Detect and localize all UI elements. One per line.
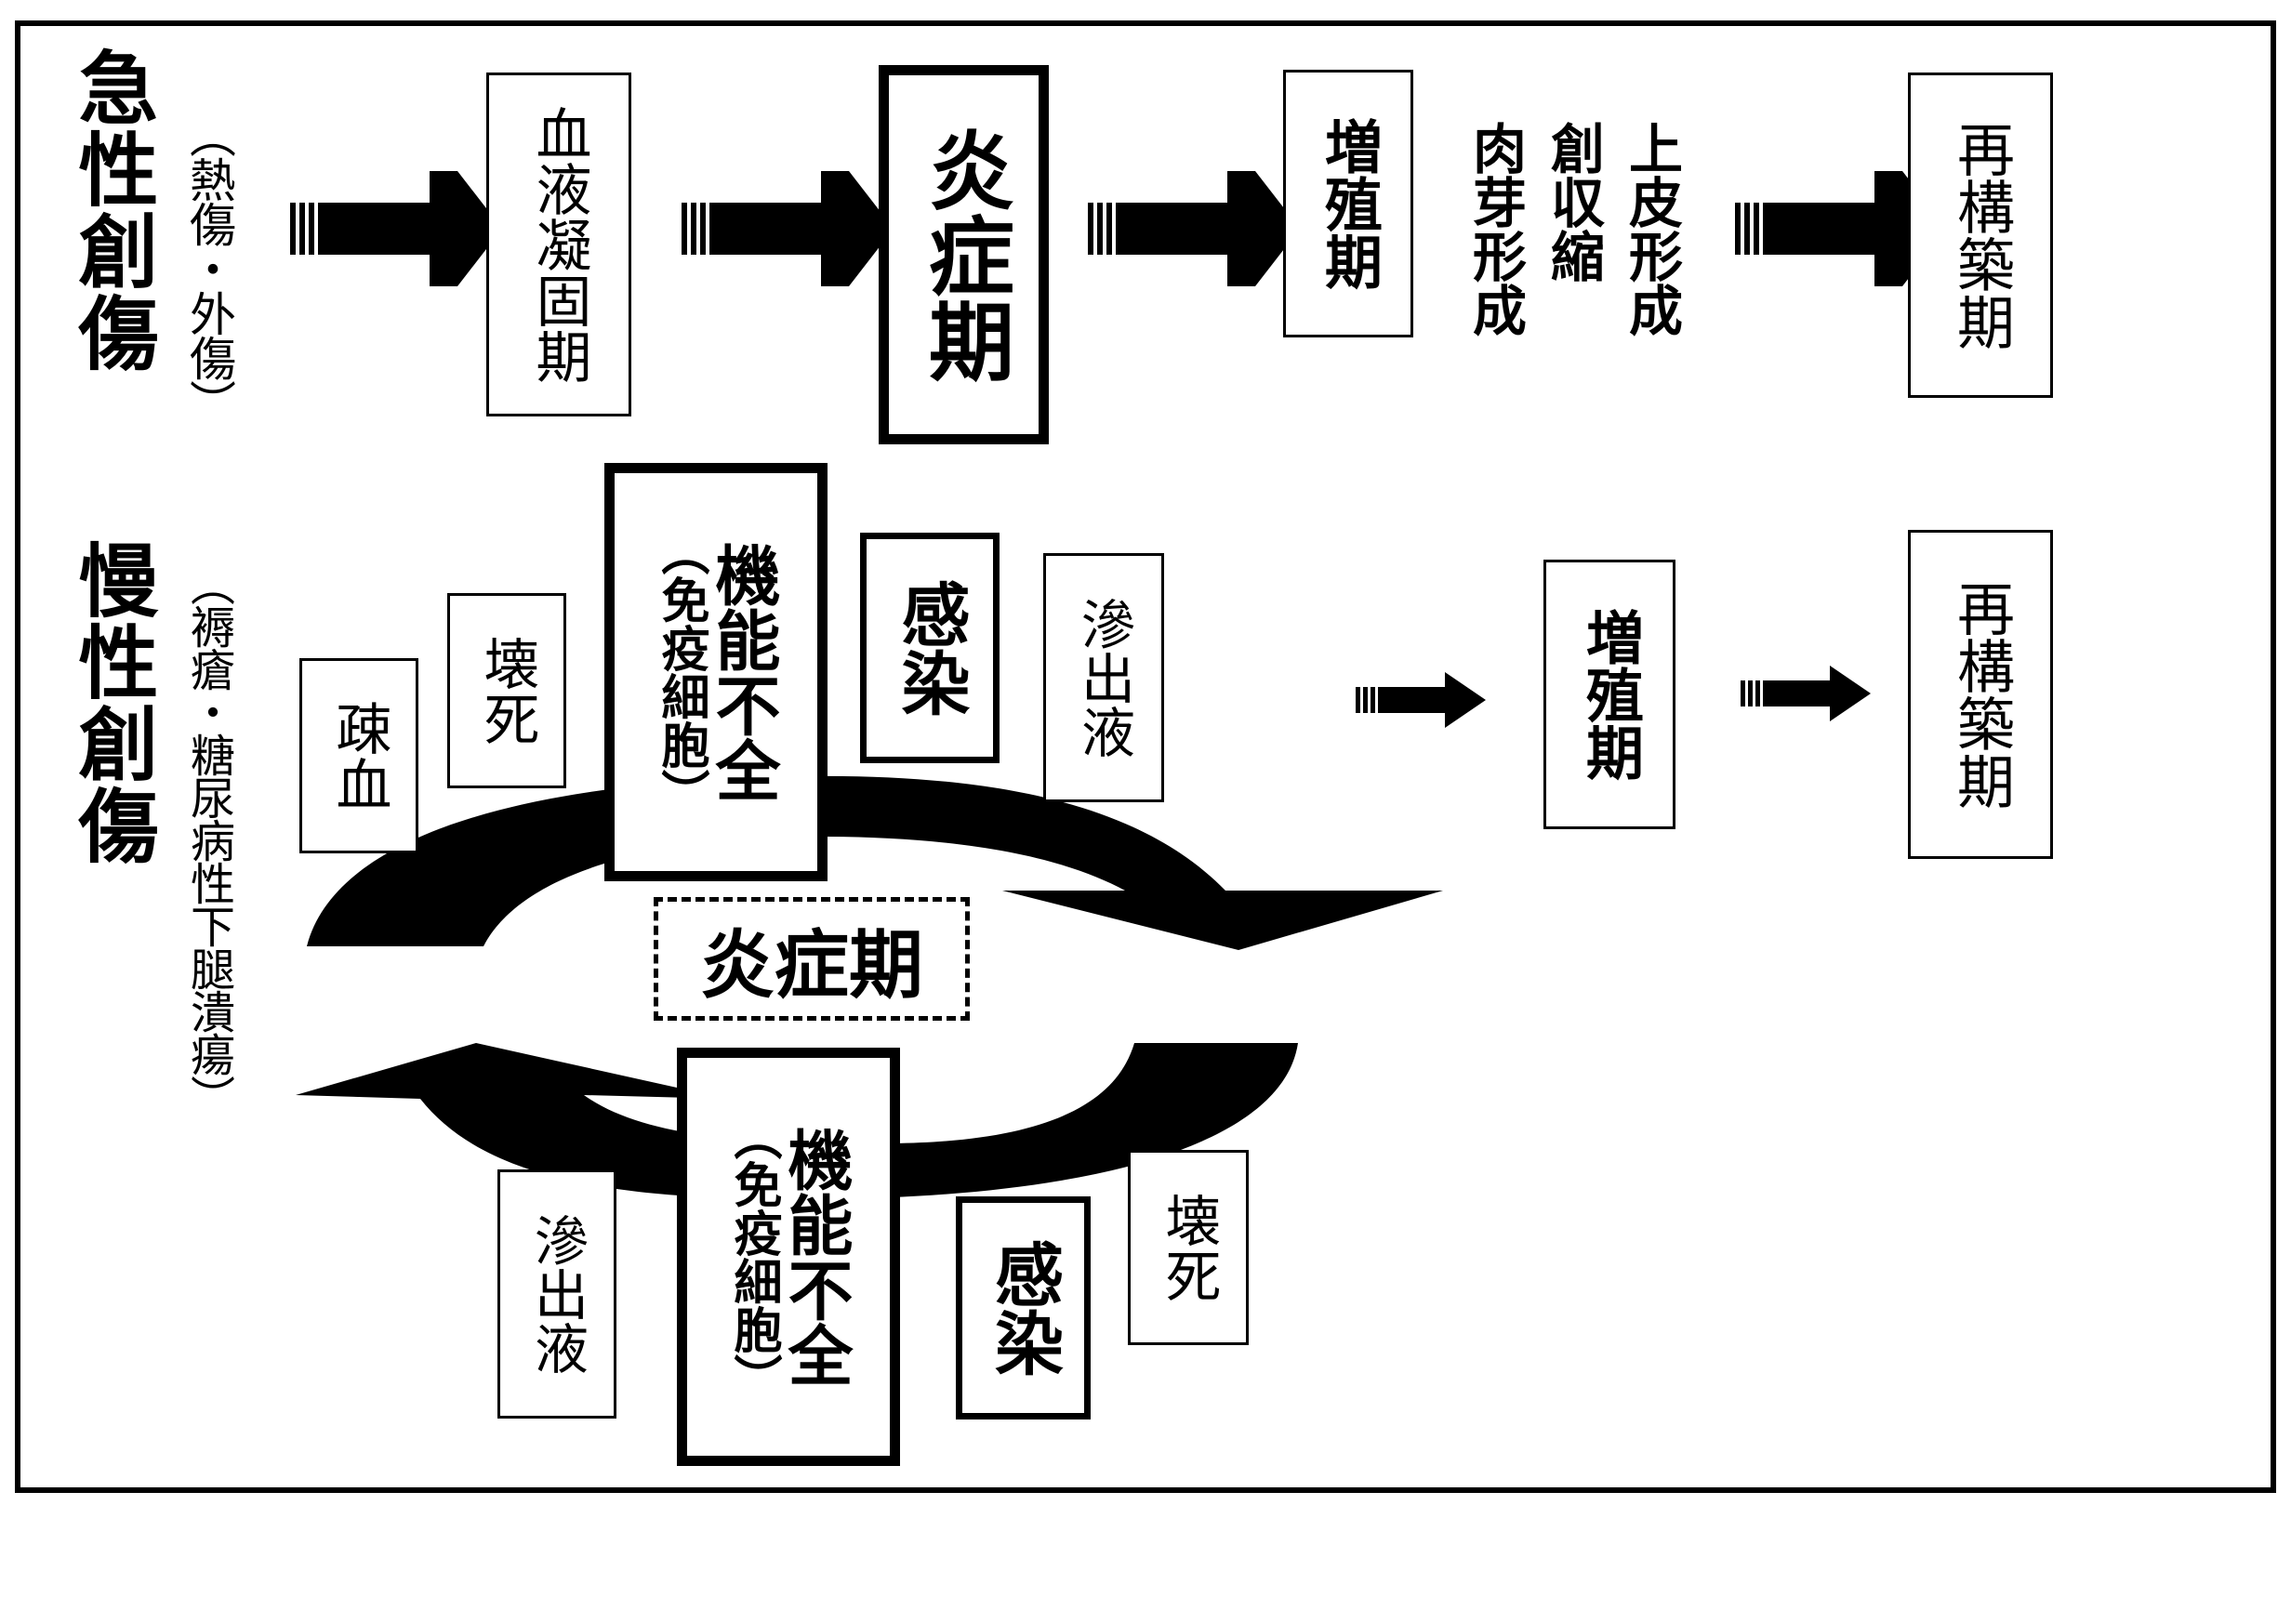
remodeling-label-chronic: 再構築期: [1947, 579, 2015, 810]
diagram-frame: [15, 20, 2276, 1493]
immune-cells-label-bottom: （免疫細胞）: [725, 1112, 781, 1402]
exudate-box-bottom: 滲出液: [497, 1169, 616, 1419]
acute-arrow-3: [1088, 171, 1300, 286]
cycle-arrow-top: [307, 775, 1443, 950]
acute-arrow-2: [682, 171, 894, 286]
cycle-arrow-bottom: [296, 1043, 1298, 1200]
dysfunction-box-bottom: 機能不全 （免疫細胞）: [677, 1048, 900, 1466]
necrosis-box-top: 壊死: [447, 593, 566, 788]
acute-arrow-1: [290, 171, 502, 286]
wound-contraction-label: 創収縮: [1542, 121, 1605, 283]
ischemia-box: 疎血: [299, 658, 418, 853]
blood-clot-box: 血液凝固期: [486, 73, 631, 416]
necrosis-label-top: 壊死: [474, 635, 539, 746]
infection-box-top: 感染: [860, 533, 1000, 763]
chronic-arrow-2: [1741, 666, 1871, 721]
proliferation-details: 上皮形成 創収縮 肉芽形成: [1437, 121, 1683, 372]
dysfunction-box-top: 機能不全 （免疫細胞）: [604, 463, 828, 881]
immune-cells-label-top: （免疫細胞）: [653, 527, 708, 817]
remodeling-label-acute: 再構築期: [1947, 120, 2015, 350]
proliferation-box-acute: 増殖期: [1283, 70, 1413, 337]
necrosis-box-bottom: 壊死: [1128, 1150, 1249, 1345]
remodeling-box-acute: 再構築期: [1908, 73, 2053, 398]
chronic-sub-label: （褥瘡・糖尿病性下腿潰瘍）: [182, 561, 234, 1117]
proliferation-label-chronic: 増殖期: [1576, 608, 1644, 781]
acute-label: 急性創傷: [64, 46, 157, 374]
inflammation-box-cycle: 炎症期: [654, 897, 970, 1021]
proliferation-label-acute: 増殖期: [1315, 117, 1383, 290]
blood-clot-label: 血液凝固期: [526, 105, 591, 384]
inflammation-label-cycle: 炎症期: [700, 921, 923, 1009]
exudate-label-bottom: 滲出液: [525, 1213, 589, 1375]
chronic-arrow-1: [1356, 672, 1486, 728]
inflammation-box-acute: 炎症期: [879, 65, 1049, 444]
dysfunction-label-top: 機能不全: [705, 542, 781, 802]
dysfunction-label-bottom: 機能不全: [777, 1127, 854, 1387]
infection-label-bottom: 感染: [983, 1239, 1064, 1377]
exudate-box-top: 滲出液: [1043, 553, 1164, 802]
infection-label-top: 感染: [890, 579, 970, 717]
infection-box-bottom: 感染: [956, 1196, 1091, 1419]
granulation-label: 肉芽形成: [1463, 121, 1527, 337]
exudate-label-top: 滲出液: [1072, 597, 1135, 759]
acute-sub-label: （熱傷・外傷）: [182, 112, 236, 424]
epithelialization-label: 上皮形成: [1620, 121, 1683, 337]
remodeling-box-chronic: 再構築期: [1908, 530, 2053, 859]
chronic-label: 慢性創傷: [64, 539, 157, 866]
inflammation-label-acute: 炎症期: [914, 126, 1014, 383]
ischemia-label: 疎血: [326, 700, 391, 812]
necrosis-label-bottom: 壊死: [1156, 1192, 1221, 1303]
proliferation-box-chronic: 増殖期: [1543, 560, 1675, 829]
